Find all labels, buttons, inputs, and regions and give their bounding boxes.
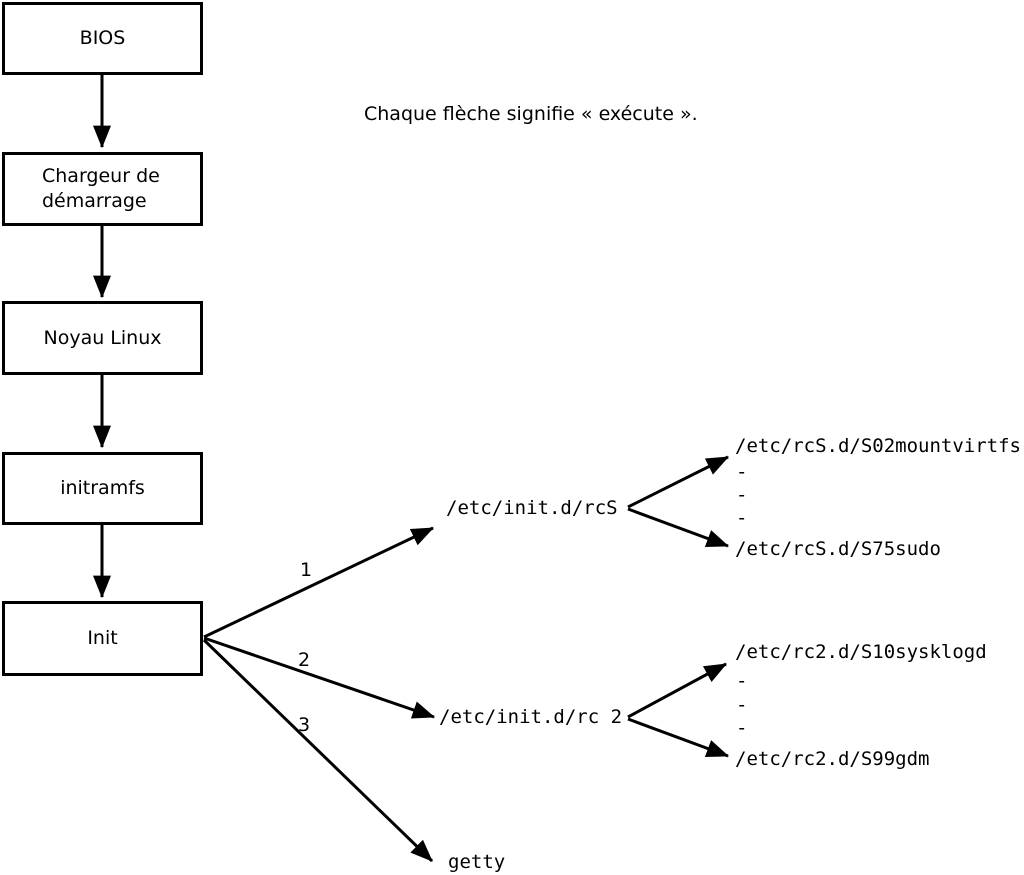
arrow-rcs-to-s02mountvirtfs	[627, 455, 730, 509]
note-text: Chaque flèche signifie « exécute ».	[364, 103, 698, 125]
edge-label-3: 3	[298, 714, 311, 736]
edge-label-2: 2	[298, 649, 311, 671]
script-s99gdm: /etc/rc2.d/S99gdm	[735, 748, 930, 770]
script-s02mountvirtfs: /etc/rcS.d/S02mountvirtfs	[735, 435, 1021, 457]
node-rcs: /etc/init.d/rcS	[446, 497, 618, 519]
arrow-init-to-rcs	[203, 526, 435, 639]
script-s75sudo: /etc/rcS.d/S75sudo	[735, 538, 941, 560]
edge-label-1: 1	[300, 559, 313, 581]
box-boot-loader-label: Chargeur de démarrage	[42, 165, 160, 212]
rc2-ellipsis-dash: -	[736, 717, 748, 739]
box-initramfs: initramfs	[2, 452, 203, 525]
arrow-rc2-to-s10sysklogd	[627, 662, 727, 719]
arrow-rc2-to-s99gdm	[627, 717, 730, 758]
box-init-label: Init	[87, 627, 118, 649]
script-s10sysklogd: /etc/rc2.d/S10sysklogd	[735, 641, 987, 663]
box-bios-label: BIOS	[79, 27, 126, 49]
node-rc2: /etc/init.d/rc 2	[439, 706, 623, 728]
box-bios: BIOS	[2, 2, 203, 75]
rc2-ellipsis-dash: -	[736, 670, 748, 692]
arrow-init-to-rc2	[203, 636, 436, 719]
box-initramfs-label: initramfs	[60, 477, 145, 499]
rcs-ellipsis-dash: -	[736, 461, 748, 483]
box-boot-loader: Chargeur de démarrage	[2, 152, 203, 226]
box-linux-kernel: Noyau Linux	[2, 301, 203, 375]
arrow-init-to-getty	[202, 638, 434, 863]
rc2-ellipsis-dash: -	[736, 694, 748, 716]
node-getty: getty	[448, 851, 506, 873]
box-init: Init	[2, 601, 203, 676]
rcs-ellipsis-dash: -	[736, 484, 748, 506]
arrow-rcs-to-s75sudo	[627, 507, 730, 548]
box-linux-kernel-label: Noyau Linux	[43, 326, 162, 349]
rcs-ellipsis-dash: -	[736, 507, 748, 529]
